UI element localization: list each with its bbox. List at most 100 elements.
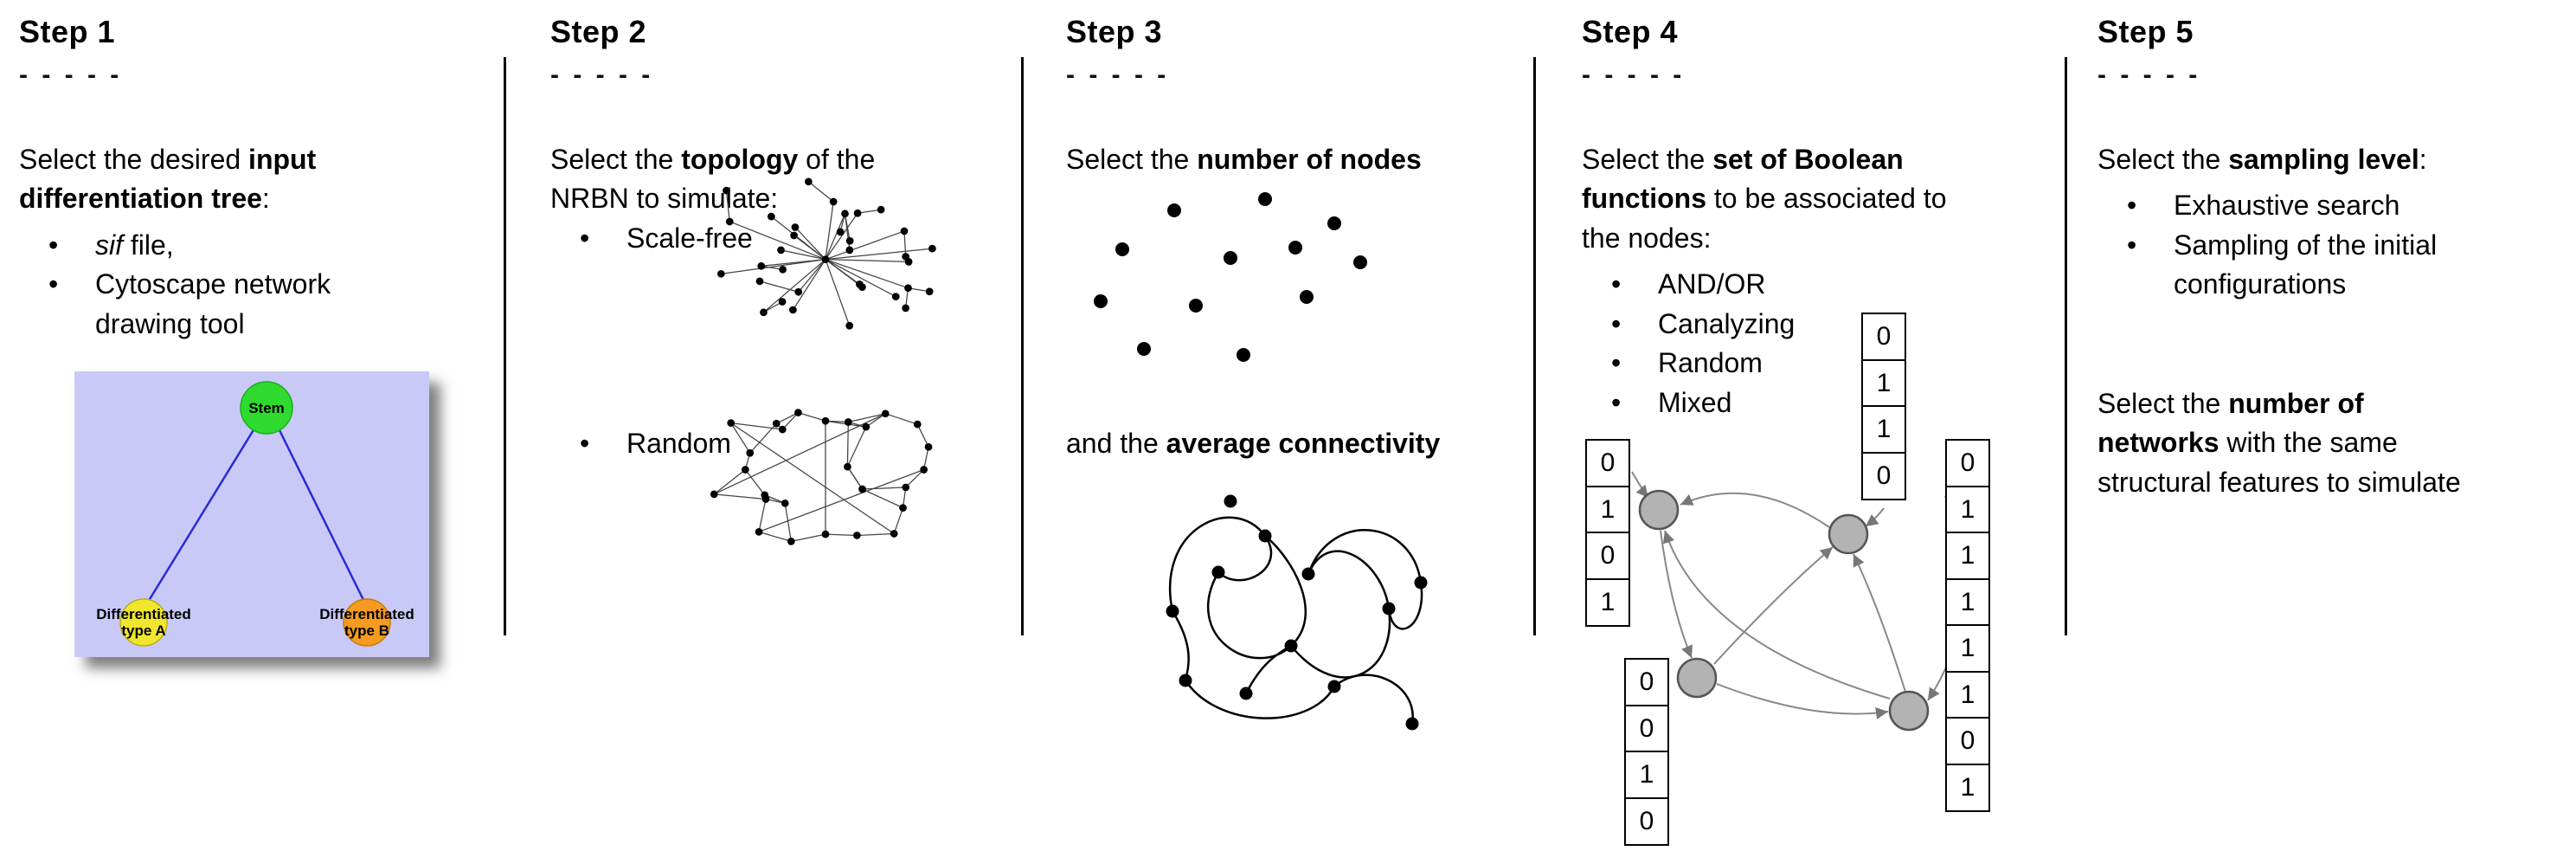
column-divider <box>1533 57 1536 635</box>
connectivity-tangle-image <box>1166 494 1428 731</box>
boolean-cell: 1 <box>1945 532 1990 580</box>
type-b-label-line1: Differentiated <box>319 606 414 622</box>
step-1-column: Step 1 - - - - - Select the desired inpu… <box>19 14 434 845</box>
boolean-cell: 1 <box>1585 485 1630 534</box>
step-3-title: Step 3 <box>1066 14 1163 49</box>
edge-arrow <box>1716 683 1889 719</box>
step-5-intro: Select the sampling level: <box>2097 140 2547 179</box>
column-divider <box>504 57 506 635</box>
bullet-exhaustive-search: Exhaustive search <box>2097 186 2547 226</box>
step-5-column: Step 5 - - - - - Select the sampling lev… <box>2097 14 2547 845</box>
step-4-intro: Select the set of Boolean functions to b… <box>1582 140 2006 258</box>
boolean-cell: 0 <box>1585 439 1630 487</box>
intro-text: Select the <box>2097 387 2229 419</box>
boolean-cell: 0 <box>1861 451 1906 500</box>
step-4-title: Step 4 <box>1582 14 1679 49</box>
step-5-title: Step 5 <box>2097 14 2194 49</box>
type-b-node <box>343 598 391 647</box>
intro-bold-text: number of networks <box>2097 387 2364 459</box>
boolean-cell: 0 <box>1585 532 1630 580</box>
boolean-cell: 0 <box>1624 658 1669 706</box>
edge-arrow <box>1662 530 1891 699</box>
step-1-intro: Select the desired input differentiation… <box>19 140 434 219</box>
step-2-intro: Select the topology of the NRBN to simul… <box>550 140 983 219</box>
intro-text: Select the <box>2097 144 2229 175</box>
network-node <box>1638 489 1680 531</box>
network-node <box>1888 690 1930 732</box>
random-network-image <box>710 409 933 545</box>
boolean-cell: 1 <box>1945 763 1990 812</box>
boolean-cell: 1 <box>1861 405 1906 454</box>
bullet-canalyzing: Canalyzing <box>1582 305 2006 345</box>
intro-text: Select the desired <box>19 144 249 175</box>
boolean-cell: 1 <box>1585 577 1630 627</box>
tree-edge-left <box>145 428 256 604</box>
boolean-cell: 0 <box>1945 439 1990 487</box>
edge-arrow <box>1680 492 1830 528</box>
edge-arrow <box>1865 507 1885 527</box>
step-5-bullets: Exhaustive search Sampling of the initia… <box>2097 186 2547 304</box>
dashed-rule: - - - - - <box>550 61 654 89</box>
type-a-label-line1: Differentiated <box>96 606 191 622</box>
nodes-dots-image <box>1094 192 1367 362</box>
sif-italic: sif <box>95 229 123 261</box>
differentiation-tree-image: Stem Differentiated type A Differentiate… <box>74 371 429 657</box>
boolean-cell: 1 <box>1624 751 1669 799</box>
bullet-cytoscape: Cytoscape network drawing tool <box>19 265 434 344</box>
boolean-network-diagram <box>1631 471 1963 732</box>
boolean-cell: 1 <box>1945 670 1990 719</box>
step-5-networks-text: Select the number of networks with the s… <box>2097 384 2547 502</box>
step-3-column: Step 3 - - - - - Select the number of no… <box>1066 14 1551 845</box>
bullet-random: Random <box>550 424 731 464</box>
intro-text: : <box>261 183 270 215</box>
intro-bold-text: number of nodes <box>1197 144 1422 175</box>
column-divider <box>2065 57 2067 635</box>
step-2-title: Step 2 <box>550 14 647 49</box>
intro-bold-text: set of Boolean functions <box>1582 144 1904 215</box>
step-4-bullets: AND/OR Canalyzing Random Mixed <box>1582 265 2006 422</box>
boolean-cell: 1 <box>1945 624 1990 673</box>
bullet-text: file, <box>123 229 174 261</box>
edge-arrow <box>1631 471 1649 499</box>
intro-text: of the NRBN to simulate: <box>550 144 876 215</box>
intro-bold-text: input differentiation tree <box>19 144 317 215</box>
bullet-sampling-initial: Sampling of the initial configurations <box>2097 226 2547 305</box>
edge-arrow <box>1660 530 1693 659</box>
boolean-cell: 0 <box>1624 796 1669 846</box>
network-node <box>1676 657 1718 699</box>
differentiation-tree: Stem Differentiated type A Differentiate… <box>74 371 429 657</box>
bullet-mixed: Mixed <box>1582 384 2006 423</box>
bullet-sif-file: sif file, <box>19 226 434 266</box>
tree-edge-right <box>277 428 367 604</box>
step-3-connectivity-text: and the average connectivity <box>1066 424 1440 463</box>
intro-bold-text: topology <box>681 144 799 175</box>
type-a-label-line2: type A <box>121 622 165 639</box>
type-a-node <box>119 598 168 647</box>
boolean-cell: 1 <box>1861 358 1906 408</box>
boolean-cell: 0 <box>1945 717 1990 765</box>
step-2-column: Step 2 - - - - - Select the topology of … <box>550 14 983 845</box>
intro-text: to be associated to the nodes: <box>1582 183 1947 254</box>
stem-node <box>240 381 293 435</box>
step-4-column: Step 4 - - - - - Select the set of Boole… <box>1582 14 2006 846</box>
dashed-rule: - - - - - <box>1582 61 1686 89</box>
scale-free-network-image <box>716 177 936 330</box>
type-b-label-line2: type B <box>344 622 389 639</box>
boolean-cell: 1 <box>1945 577 1990 627</box>
stem-label: Stem <box>248 400 285 416</box>
intro-text: with the same structural features to sim… <box>2097 427 2461 498</box>
boolean-cell: 0 <box>1861 313 1906 361</box>
boolean-cell: 0 <box>1624 704 1669 753</box>
intro-text: Select the <box>1582 144 1713 175</box>
dashed-rule: - - - - - <box>19 61 123 89</box>
intro-text: : <box>2419 144 2427 175</box>
intro-bold-text: average connectivity <box>1166 428 1441 459</box>
intro-bold-text: sampling level <box>2228 144 2419 175</box>
intro-text: and the <box>1066 428 1166 459</box>
network-node <box>1828 513 1869 555</box>
